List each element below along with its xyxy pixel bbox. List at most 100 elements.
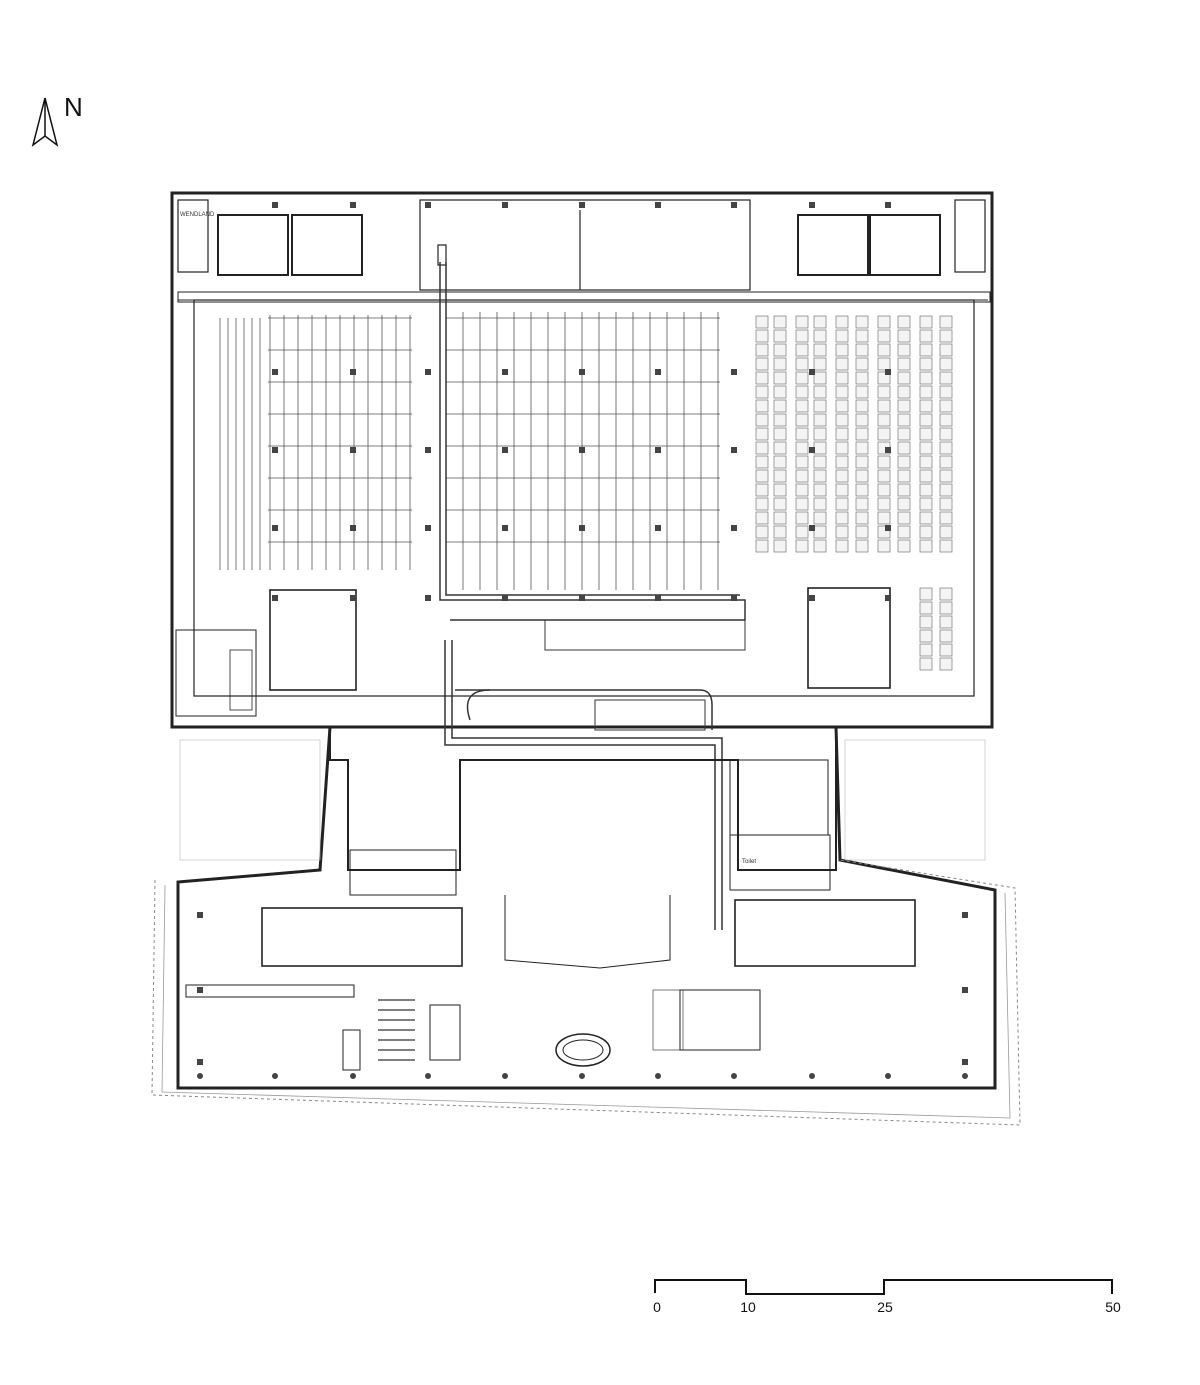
shelf-unit: [897, 427, 911, 441]
lower-block: [151, 726, 1021, 1126]
shelf-unit: [919, 427, 933, 441]
shelf-unit: [773, 371, 787, 385]
column: [809, 369, 815, 375]
shelf-unit: [919, 601, 933, 615]
north-service-zones: [177, 199, 986, 291]
shelf-unit: [795, 511, 809, 525]
shelf-unit: [795, 497, 809, 511]
shelf-unit: [755, 455, 769, 469]
shelf-unit: [939, 601, 953, 615]
column: [350, 525, 356, 531]
shelf-unit: [919, 587, 933, 601]
shelf-unit: [939, 615, 953, 629]
upper-block: [170, 191, 994, 729]
column: [272, 202, 278, 208]
structural-columns: [197, 202, 968, 1079]
outdoor-terraces: [179, 739, 986, 861]
shelf-unit: [835, 497, 849, 511]
column: [350, 447, 356, 453]
column: [579, 1073, 585, 1079]
column: [885, 202, 891, 208]
shelf-unit: [897, 329, 911, 343]
column: [731, 369, 737, 375]
shelf-unit: [773, 441, 787, 455]
shelf-unit: [919, 413, 933, 427]
shelf-unit: [919, 455, 933, 469]
shelf-unit: [855, 427, 869, 441]
shelf-unit: [877, 357, 891, 371]
column: [425, 525, 431, 531]
shelf-unit: [773, 455, 787, 469]
column: [272, 525, 278, 531]
column: [655, 1073, 661, 1079]
shelf-unit: [795, 343, 809, 357]
shelf-unit: [877, 399, 891, 413]
column: [425, 447, 431, 453]
shelf-unit: [897, 441, 911, 455]
shelf-unit: [855, 399, 869, 413]
shelf-unit: [855, 469, 869, 483]
column: [809, 202, 815, 208]
shelf-unit: [939, 329, 953, 343]
shelf-unit: [897, 539, 911, 553]
shelf-unit: [773, 511, 787, 525]
shelf-unit: [835, 399, 849, 413]
shelf-unit: [855, 329, 869, 343]
column: [502, 1073, 508, 1079]
shelf-unit: [939, 441, 953, 455]
shelf-unit: [795, 525, 809, 539]
column: [425, 202, 431, 208]
shelf-unit: [755, 469, 769, 483]
canteen-tables: [378, 999, 415, 1061]
shelf-unit: [855, 539, 869, 553]
shelf-unit: [919, 315, 933, 329]
shelf-unit: [835, 441, 849, 455]
column: [809, 1073, 815, 1079]
shelf-unit: [755, 357, 769, 371]
column: [579, 369, 585, 375]
column: [197, 987, 203, 993]
shelf-unit: [939, 587, 953, 601]
shelf-unit: [855, 497, 869, 511]
column: [655, 525, 661, 531]
shelf-unit: [939, 483, 953, 497]
shelf-unit: [835, 413, 849, 427]
shelf-unit: [755, 413, 769, 427]
shelf-unit: [877, 385, 891, 399]
shelf-unit: [877, 469, 891, 483]
shelf-unit: [755, 511, 769, 525]
shelf-unit: [939, 371, 953, 385]
shelf-unit: [897, 469, 911, 483]
shelf-unit: [939, 469, 953, 483]
shelf-unit: [939, 315, 953, 329]
column: [272, 1073, 278, 1079]
shelf-unit: [897, 511, 911, 525]
shelf-unit: [773, 427, 787, 441]
column: [885, 525, 891, 531]
shelf-unit: [773, 539, 787, 553]
shelf-unit: [813, 511, 827, 525]
column: [962, 1073, 968, 1079]
column: [809, 447, 815, 453]
shelf-unit: [755, 427, 769, 441]
shelf-unit: [939, 497, 953, 511]
shelf-unit: [877, 511, 891, 525]
scale-label-0: 0: [653, 1299, 661, 1315]
shelf-unit: [919, 643, 933, 657]
shelf-unit: [919, 511, 933, 525]
shelf-unit: [795, 399, 809, 413]
column: [350, 202, 356, 208]
shelf-unit: [855, 483, 869, 497]
shelf-unit: [813, 385, 827, 399]
shelf-unit: [755, 399, 769, 413]
shelf-unit: [919, 329, 933, 343]
shelf-unit: [919, 441, 933, 455]
shelf-unit: [939, 413, 953, 427]
shelf-unit: [795, 441, 809, 455]
column: [962, 912, 968, 918]
shelf-unit: [835, 315, 849, 329]
shelf-unit: [855, 441, 869, 455]
shelf-unit: [773, 315, 787, 329]
shelf-unit: [897, 357, 911, 371]
shelf-unit: [813, 525, 827, 539]
